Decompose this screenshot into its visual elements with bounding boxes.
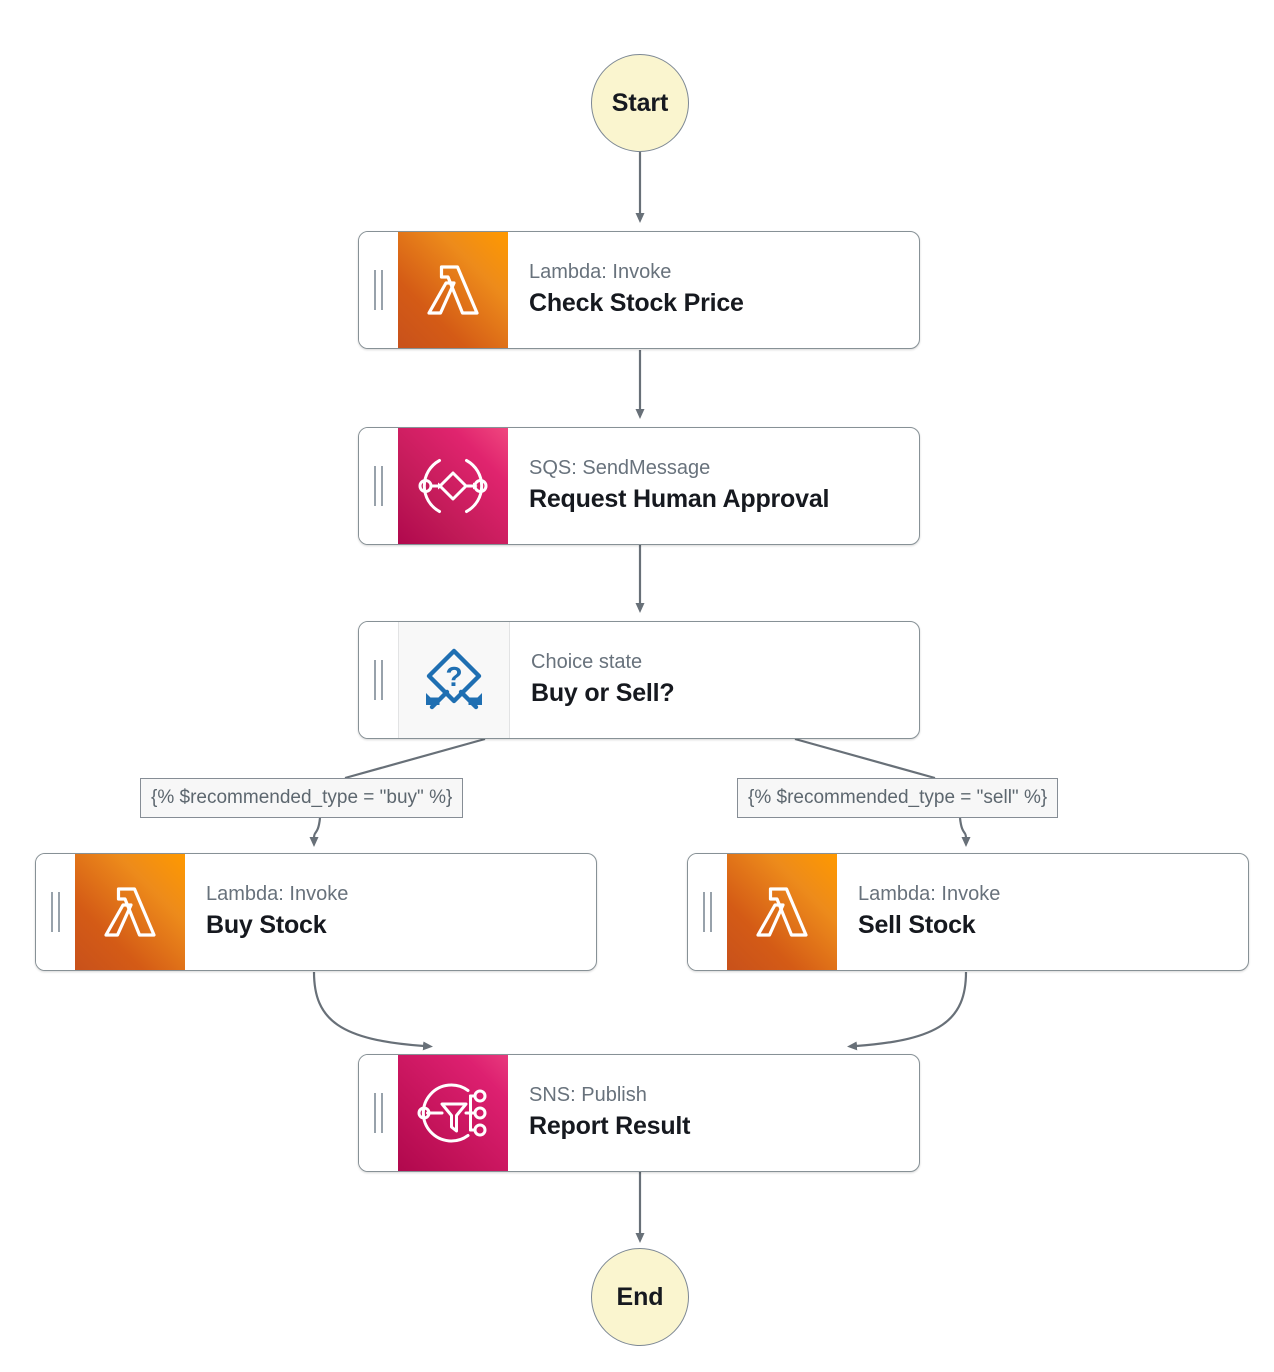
state-report-result[interactable]: SNS: Publish Report Result xyxy=(358,1054,920,1172)
edge-buy-or-sell-to-buy-label xyxy=(344,737,486,780)
state-subtitle: SNS: Publish xyxy=(529,1084,647,1107)
edge-label-sell-condition[interactable]: {% $recommended_type = "sell" %} xyxy=(737,778,1059,818)
drag-handle[interactable] xyxy=(359,428,398,544)
state-request-human-approval[interactable]: SQS: SendMessage Request Human Approval xyxy=(358,427,920,545)
grip-line-icon xyxy=(374,660,376,700)
grip-line-icon xyxy=(374,270,376,310)
edge-buy-label-to-buy-stock xyxy=(309,817,322,847)
edge-label-text: {% $recommended_type = "buy" %} xyxy=(151,787,453,808)
edge-buy-stock-to-report-result xyxy=(312,971,433,1051)
end-node[interactable]: End xyxy=(591,1248,689,1346)
aws-lambda-icon xyxy=(75,854,185,970)
svg-text:?: ? xyxy=(445,661,462,692)
grip-line-icon xyxy=(381,466,383,506)
state-sell-stock[interactable]: Lambda: Invoke Sell Stock xyxy=(687,853,1249,971)
grip-line-icon xyxy=(703,892,705,932)
state-labels: SNS: Publish Report Result xyxy=(508,1055,919,1171)
state-title: Check Stock Price xyxy=(529,289,744,318)
drag-handle[interactable] xyxy=(359,232,398,348)
state-labels: Choice state Buy or Sell? xyxy=(510,622,919,738)
grip-line-icon xyxy=(381,660,383,700)
start-node[interactable]: Start xyxy=(591,54,689,152)
drag-handle[interactable] xyxy=(359,1055,398,1171)
edge-buy-or-sell-to-sell-label xyxy=(794,737,936,780)
state-subtitle: Lambda: Invoke xyxy=(206,883,349,906)
state-labels: SQS: SendMessage Request Human Approval xyxy=(508,428,919,544)
grip-line-icon xyxy=(51,892,53,932)
edge-sell-label-to-sell-stock xyxy=(958,817,971,847)
grip-line-icon xyxy=(58,892,60,932)
state-title: Report Result xyxy=(529,1112,691,1141)
drag-handle[interactable] xyxy=(36,854,75,970)
edge-label-text: {% $recommended_type = "sell" %} xyxy=(748,787,1048,808)
state-title: Request Human Approval xyxy=(529,485,830,514)
state-buy-or-sell[interactable]: ? Choice state Buy or Sell? xyxy=(358,621,920,739)
state-subtitle: SQS: SendMessage xyxy=(529,457,711,480)
state-buy-stock[interactable]: Lambda: Invoke Buy Stock xyxy=(35,853,597,971)
state-labels: Lambda: Invoke Check Stock Price xyxy=(508,232,919,348)
state-title: Buy Stock xyxy=(206,911,327,940)
choice-diamond-icon: ? xyxy=(398,622,510,738)
start-label: Start xyxy=(611,88,669,117)
state-check-stock-price[interactable]: Lambda: Invoke Check Stock Price xyxy=(358,231,920,349)
end-label: End xyxy=(616,1282,664,1311)
state-labels: Lambda: Invoke Sell Stock xyxy=(837,854,1248,970)
state-labels: Lambda: Invoke Buy Stock xyxy=(185,854,596,970)
aws-lambda-icon xyxy=(398,232,508,348)
state-title: Buy or Sell? xyxy=(531,679,675,708)
aws-lambda-icon xyxy=(727,854,837,970)
state-title: Sell Stock xyxy=(858,911,976,940)
aws-sns-icon xyxy=(398,1055,508,1171)
drag-handle[interactable] xyxy=(359,622,398,738)
grip-line-icon xyxy=(381,270,383,310)
drag-handle[interactable] xyxy=(688,854,727,970)
state-subtitle: Lambda: Invoke xyxy=(529,261,672,284)
edge-sell-stock-to-report-result xyxy=(847,971,968,1051)
edge-label-buy-condition[interactable]: {% $recommended_type = "buy" %} xyxy=(140,778,464,818)
grip-line-icon xyxy=(374,466,376,506)
state-subtitle: Lambda: Invoke xyxy=(858,883,1001,906)
grip-line-icon xyxy=(374,1093,376,1133)
aws-sqs-icon xyxy=(398,428,508,544)
state-subtitle: Choice state xyxy=(531,651,643,674)
grip-line-icon xyxy=(710,892,712,932)
grip-line-icon xyxy=(381,1093,383,1133)
